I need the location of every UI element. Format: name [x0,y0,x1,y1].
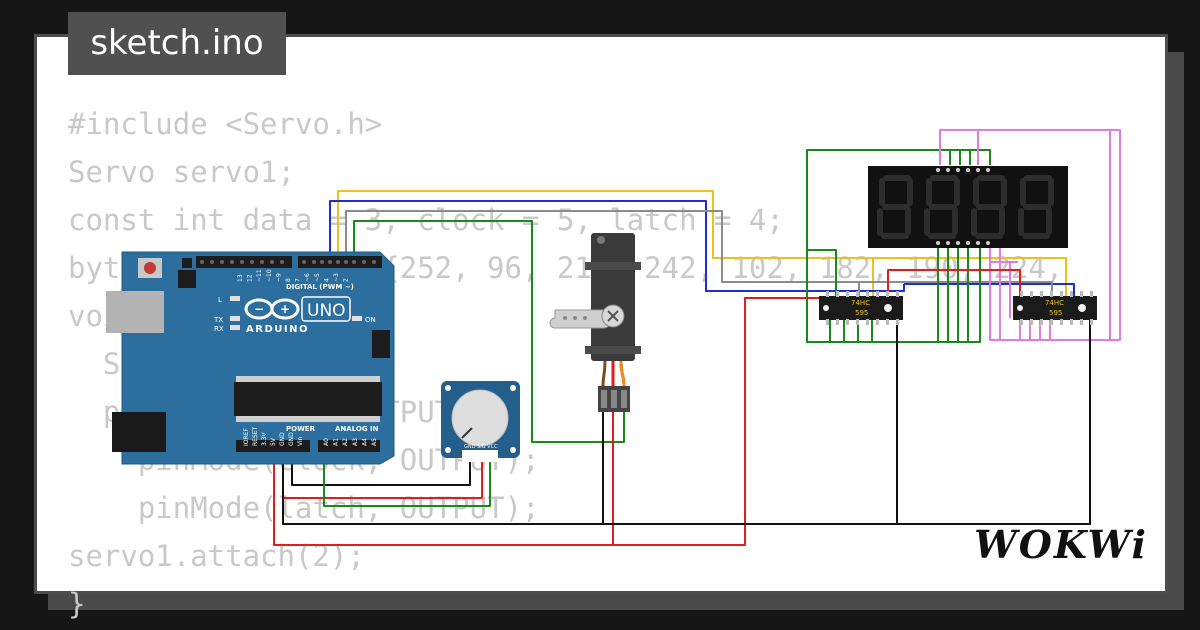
wire-blue-2 [904,283,1075,298]
pin-label: ~10 [266,269,273,282]
pin-label: A0 [323,438,330,446]
sr2-suffix: 595 [1049,309,1062,317]
pin-label: RESET [252,426,259,446]
wokwi-logo: WOKWi [974,522,1148,567]
shift-register-1[interactable]: 74HC 595 [819,291,903,325]
code-line: Servo servo1; [68,155,295,189]
digital-label: DIGITAL (PWM ~) [286,283,354,291]
wire-yellow [337,190,874,298]
pin-label: ~3 [333,273,340,282]
pin-label: A3 [352,438,359,446]
pin-label: A2 [342,438,349,446]
sr1-suffix: 595 [855,309,868,317]
pin-label: 3.3V [261,431,268,446]
potentiometer-knob[interactable] [451,389,509,447]
wire-green-pot [323,448,491,507]
svg-text:−: − [254,302,264,316]
arduino-logo-icon [244,298,300,320]
sr1-part: 74HC [851,299,870,307]
svg-text:+: + [280,302,290,316]
code-line: #include <Servo.h> [68,107,383,141]
pin-label: 2 [343,278,350,282]
wire-blue [329,200,905,292]
sr2-part: 74HC [1045,299,1064,307]
led-l-label: L [218,296,222,304]
pin-label: 12 [247,274,254,282]
seven-segment-display [868,166,1068,248]
sketch-filename-tab[interactable]: sketch.ino [68,12,286,75]
code-line: const int data = 3, clock = 5, latch = 4… [68,203,784,237]
power-label: POWER [286,425,316,433]
power-jack [112,412,166,452]
pin-label: A5 [371,438,378,446]
pin-label: 8 [285,278,292,282]
uno-label: UNO [307,301,346,321]
pin-label: ~6 [304,273,311,282]
servo-motor[interactable] [549,233,641,412]
potentiometer[interactable]: GND SIG VCC [441,381,520,462]
pin-label: A1 [333,438,340,446]
analog-label: ANALOG IN [335,425,379,433]
led-tx-label: TX [213,316,223,324]
wire-black [282,412,604,525]
pin-label: IOREF [243,428,250,446]
led-on-label: ON [365,316,376,324]
arduino-label: ARDUINO [246,324,309,335]
shift-register-2[interactable]: 74HC 595 [1013,291,1097,325]
pin-label: ~11 [256,269,263,282]
pin-label: 7 [295,278,302,282]
atmega-chip [234,382,382,416]
wire-green-servo [353,220,625,443]
analog-header [318,440,380,452]
pin-label: ~5 [314,273,321,282]
code-line: } [68,587,86,621]
code-line: pinMode(latch, OUTPUT); [68,491,540,525]
pin-label: Vin [297,436,304,446]
wire-gray [345,210,860,298]
led-rx-label: RX [214,325,224,333]
pot-pin-labels: GND SIG VCC [464,444,498,450]
pin-label: 5V [270,437,277,446]
wire-green-display [806,149,991,298]
arduino-uno-board[interactable]: − + [106,251,395,465]
usb-port [106,291,164,333]
reset-button[interactable] [144,262,156,274]
pin-label: GND [279,432,286,446]
pin-label: 4 [323,278,330,282]
power-header [236,440,310,452]
pin-label: ~9 [275,273,282,282]
pin-label: 13 [237,274,244,282]
wire-pink [939,129,1121,341]
pin-label: A4 [361,438,368,446]
wire-red [273,412,614,546]
pin-label: GND [288,432,295,446]
